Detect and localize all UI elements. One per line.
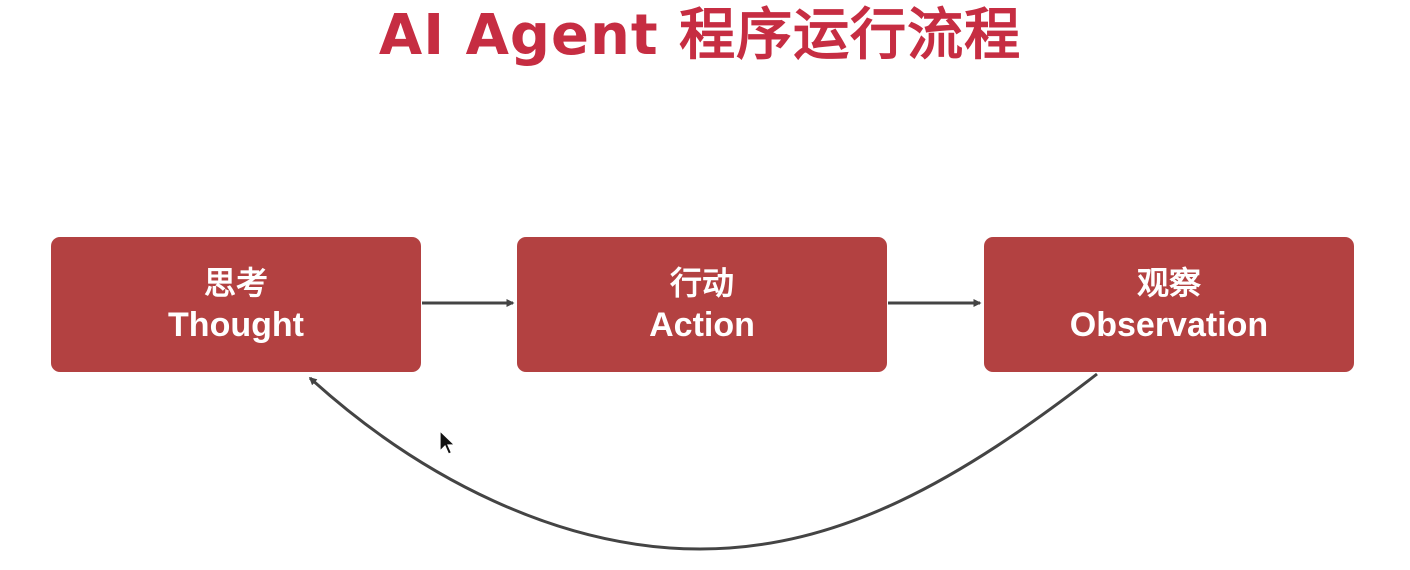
thought-node-zh-label: 思考: [203, 263, 268, 302]
arrow-observation-to-thought: [308, 372, 1098, 551]
thought-node: 思考 Thought: [51, 237, 421, 372]
observation-node: 观察 Observation: [984, 237, 1354, 372]
observation-node-zh-label: 观察: [1136, 263, 1201, 302]
page-title: AI Agent 程序运行流程: [378, 3, 1022, 68]
action-node: 行动 Action: [517, 237, 887, 372]
thought-node-en-label: Thought: [168, 305, 304, 344]
action-node-en-label: Action: [649, 305, 755, 344]
mouse-pointer-icon: [439, 430, 456, 455]
action-node-zh-label: 行动: [669, 263, 734, 302]
observation-node-en-label: Observation: [1069, 305, 1269, 344]
